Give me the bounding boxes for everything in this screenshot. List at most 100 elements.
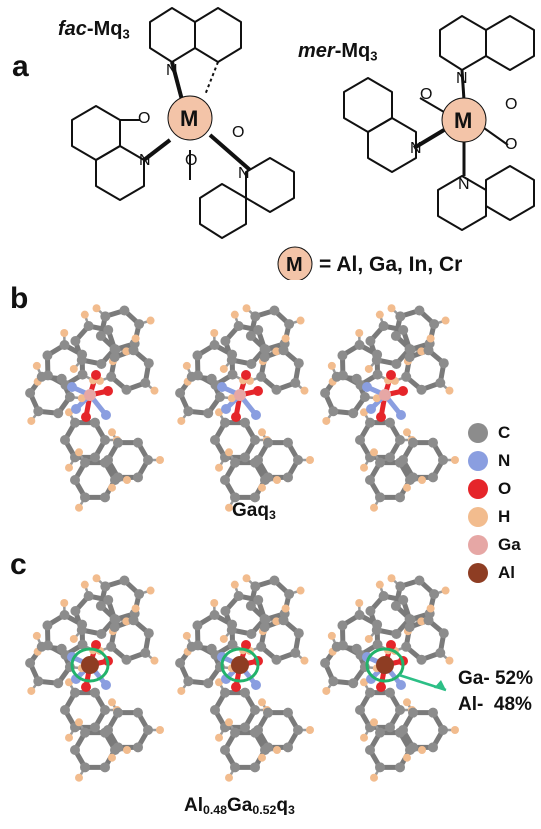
nitrogen-atom [396,410,406,420]
hydrogen-atom [281,334,290,343]
carbon-atom [398,595,409,606]
hydrogen-atom [322,416,331,425]
legend-item: C [468,422,510,444]
carbon-atom [25,658,36,669]
hydrogen-atom [418,746,426,754]
hydrogen-atom [65,408,73,417]
carbon-atom [106,371,117,382]
hydrogen-atom [375,310,384,319]
hydrogen-atom [150,386,159,395]
fac-o-bottom: O [185,152,198,169]
legend-label: C [498,423,511,442]
carbon-atom [284,319,295,330]
oxygen-atom [386,370,396,380]
al-percent: Al- 48% [458,694,532,715]
hydrogen-atom [150,656,159,665]
carbon-atom [59,340,70,351]
alga-al-sub: 0.48 [203,803,228,818]
carbon-atom [331,371,342,382]
structures-svg [71,7,535,280]
mer-o-left: O [420,86,433,103]
legend-label: N [498,451,511,470]
carbon-atom [230,762,240,773]
carbon-atom [227,619,238,630]
hydrogen-atom [210,329,219,338]
carbon-atom [133,437,143,448]
carbon-atom [260,344,271,355]
carbon-atom [143,358,154,369]
carbon-atom [70,475,80,485]
carbon-atom [293,455,303,465]
carbon-atom [220,687,230,698]
hydrogen-atom [426,334,435,343]
hydrogen-atom [403,753,411,762]
carbon-atom [192,620,203,631]
carbon-atom [183,406,194,417]
hydrogen-atom [177,416,186,425]
hydrogen-atom [281,604,290,613]
hydrogen-atom [27,686,36,695]
ga-percent: Ga- 52% [458,668,533,689]
hydrogen-atom [69,634,78,643]
carbon-atom [391,358,402,369]
hydrogen-atom [296,316,305,325]
pointer-arrow-head [434,680,446,690]
hydrogen-atom [123,476,131,484]
carbon-atom [220,606,231,617]
carbon-atom [83,591,94,602]
oxygen-atom [376,682,386,692]
carbon-atom [401,641,412,652]
hydrogen-atom [258,428,266,437]
carbon-atom [33,406,44,417]
carbon-atom [100,581,111,592]
hydrogen-atom [225,448,233,457]
mer-bottom-ring-left [437,175,487,231]
carbon-atom [209,610,220,621]
carbon-atom [56,373,67,384]
carbon-atom [435,647,446,658]
carbon-atom [398,325,409,336]
carbon-atom [103,725,113,735]
carbon-atom [60,705,70,715]
carbon-atom [113,707,123,718]
mer-metal-circle [441,97,487,143]
carbon-atom [395,492,405,503]
carbon-atom [227,639,238,650]
hydrogen-atom [451,456,459,464]
hydrogen-atom [131,604,140,613]
carbon-atom [293,725,303,735]
carbon-atom [355,435,365,445]
carbon-atom [113,742,123,753]
oxygen-atom [103,386,113,396]
carbon-atom [121,384,132,395]
hydrogen-atom [75,773,83,782]
carbon-atom [206,643,217,654]
carbon-atom [269,575,280,586]
hydrogen-atom [108,698,116,707]
carbon-atom [240,417,250,428]
carbon-atom [100,492,110,503]
carbon-atom [70,606,81,617]
hydrogen-atom [273,476,281,484]
oxygen-atom [81,682,91,692]
mer-prefix: mer [298,40,335,62]
carbon-atom [77,349,88,360]
carbon-atom [372,619,383,630]
metal-key-text: = Al, Ga, In, Cr [319,253,463,276]
carbon-atom [77,619,88,630]
carbon-atom [109,352,120,363]
carbon-atom [183,676,194,687]
hydrogen-atom [108,753,116,762]
carbon-atom [359,391,370,402]
hydrogen-atom [441,586,450,595]
carbon-atom [250,705,260,715]
carbon-atom [365,336,376,347]
carbon-atom [233,321,244,332]
carbon-atom [271,654,282,665]
nitrogen-atom [362,382,372,392]
carbon-atom [70,417,80,428]
carbon-atom [203,678,214,689]
oxygen-atom [231,682,241,692]
hydrogen-atom [60,599,69,608]
carbon-atom [95,600,106,611]
